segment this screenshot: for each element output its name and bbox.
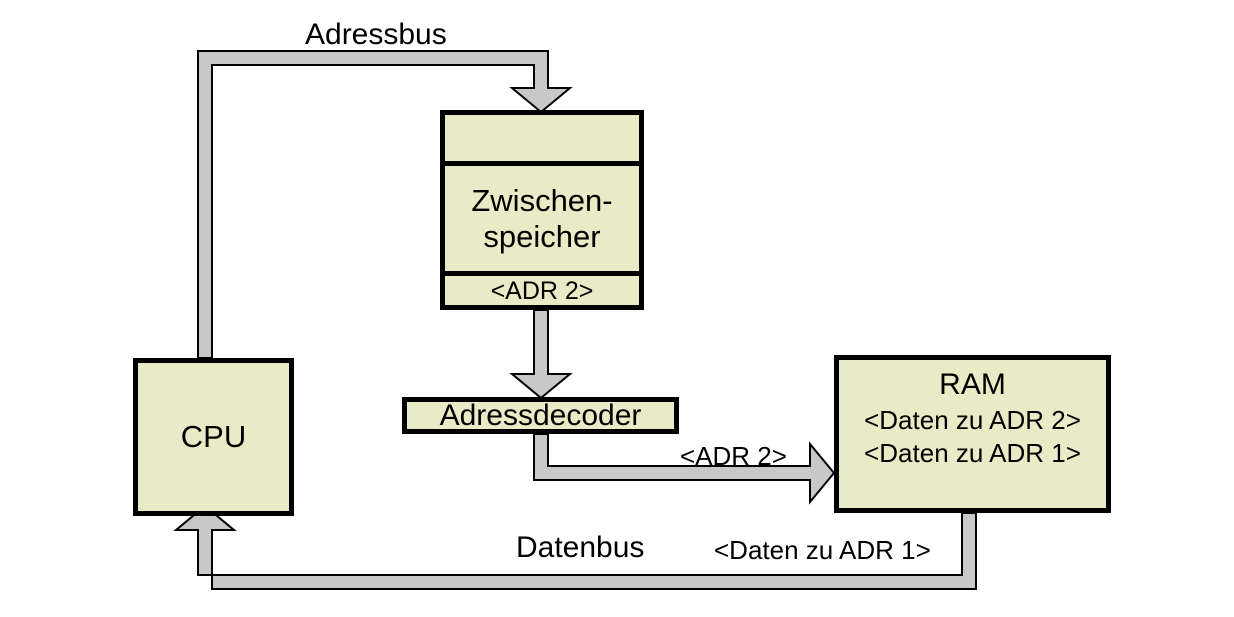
ram-data-line-2: <Daten zu ADR 1>: [864, 438, 1081, 469]
zwischenspeicher-to-decoder-arrow: [509, 309, 573, 400]
adressdecoder-label: Adressdecoder: [439, 398, 642, 432]
datenbus-arrow: [173, 504, 977, 590]
decoder-to-ram-arrow-label: <ADR 2>: [680, 441, 787, 471]
zwischenspeicher-label-line1: Zwischen-: [471, 182, 613, 218]
ram-title: RAM: [939, 368, 1006, 401]
zwischenspeicher-node[interactable]: Zwischen- speicher <ADR 2>: [440, 110, 644, 310]
adressbus-label: Adressbus: [305, 18, 447, 51]
zwischenspeicher-label-row: Zwischen- speicher: [445, 161, 639, 271]
zwischenspeicher-label-line2: speicher: [483, 218, 601, 254]
datenbus-payload-label: <Daten zu ADR 1>: [714, 535, 931, 565]
ram-content: RAM <Daten zu ADR 2> <Daten zu ADR 1>: [839, 360, 1106, 508]
zwischenspeicher-value-row: <ADR 2>: [445, 271, 639, 307]
adressdecoder-node[interactable]: Adressdecoder: [402, 397, 679, 434]
decoder-to-ram-arrow: [533, 433, 836, 505]
zwischenspeicher-empty-row: [445, 115, 639, 161]
cpu-label: CPU: [180, 419, 247, 454]
adressbus-arrow: [197, 50, 573, 359]
datenbus-label: Datenbus: [516, 531, 645, 564]
ram-data-line-1: <Daten zu ADR 2>: [864, 404, 1081, 435]
ram-node[interactable]: RAM <Daten zu ADR 2> <Daten zu ADR 1>: [834, 355, 1111, 513]
cpu-node[interactable]: CPU: [133, 358, 294, 516]
